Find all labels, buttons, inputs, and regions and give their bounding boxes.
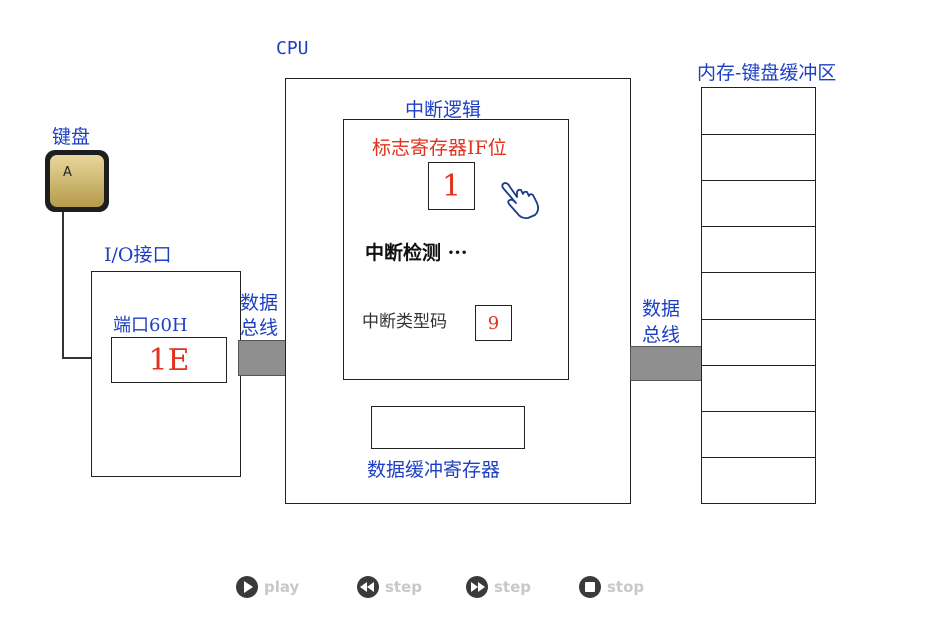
- rewind-icon: [357, 576, 379, 598]
- keyboard-title: 键盘: [52, 126, 91, 148]
- fast-forward-icon: [466, 576, 488, 598]
- flag-register-label: 标志寄存器IF位: [372, 137, 507, 159]
- key-letter: A: [63, 165, 72, 180]
- memory-title: 内存-键盘缓冲区: [697, 62, 837, 84]
- memory-slot-divider: [702, 364, 815, 366]
- if-flag-register[interactable]: 1: [428, 162, 475, 210]
- left-bus-label-2: 总线: [240, 317, 279, 339]
- stop-button[interactable]: stop: [579, 576, 644, 598]
- port-register: 1E: [111, 337, 227, 383]
- data-buffer-register: [371, 406, 525, 449]
- data-buffer-label: 数据缓冲寄存器: [367, 459, 501, 481]
- memory-buffer: [701, 87, 816, 504]
- port-label: 端口60H: [113, 315, 188, 336]
- step-forward-button[interactable]: step: [466, 576, 531, 598]
- step-back-button[interactable]: step: [357, 576, 422, 598]
- type-code-label: 中断类型码: [362, 312, 447, 332]
- type-code-value: 9: [487, 312, 500, 334]
- keyboard-wire: [62, 212, 64, 358]
- left-bus-label-1: 数据: [240, 292, 279, 314]
- keyboard-wire-h: [62, 357, 92, 359]
- step-forward-label: step: [494, 578, 532, 596]
- key-icon[interactable]: A: [45, 150, 109, 212]
- left-data-bus: [238, 340, 287, 376]
- io-title: I/O接口: [104, 244, 172, 266]
- cpu-title: CPU: [276, 38, 309, 59]
- type-code-register: 9: [475, 305, 512, 341]
- memory-slot-divider: [702, 226, 815, 228]
- memory-slot-divider: [702, 180, 815, 182]
- memory-slot-divider: [702, 134, 815, 136]
- play-icon: [236, 576, 258, 598]
- right-bus-label-2: 总线: [642, 324, 681, 346]
- memory-slot-divider: [702, 410, 815, 412]
- hand-pointer-icon[interactable]: [499, 180, 543, 220]
- right-data-bus: [630, 346, 702, 381]
- if-flag-value: 1: [441, 168, 462, 204]
- stop-label: stop: [607, 578, 645, 596]
- step-back-label: step: [385, 578, 423, 596]
- port-value: 1E: [148, 342, 190, 378]
- memory-slot-divider: [702, 272, 815, 274]
- interrupt-detect-label: 中断检测 ···: [365, 242, 468, 264]
- play-label: play: [264, 578, 300, 596]
- play-button[interactable]: play: [236, 576, 299, 598]
- memory-slot-divider: [702, 456, 815, 458]
- right-bus-label-1: 数据: [642, 298, 681, 320]
- stop-icon: [579, 576, 601, 598]
- memory-slot-divider: [702, 318, 815, 320]
- interrupt-logic-title: 中断逻辑: [405, 99, 482, 121]
